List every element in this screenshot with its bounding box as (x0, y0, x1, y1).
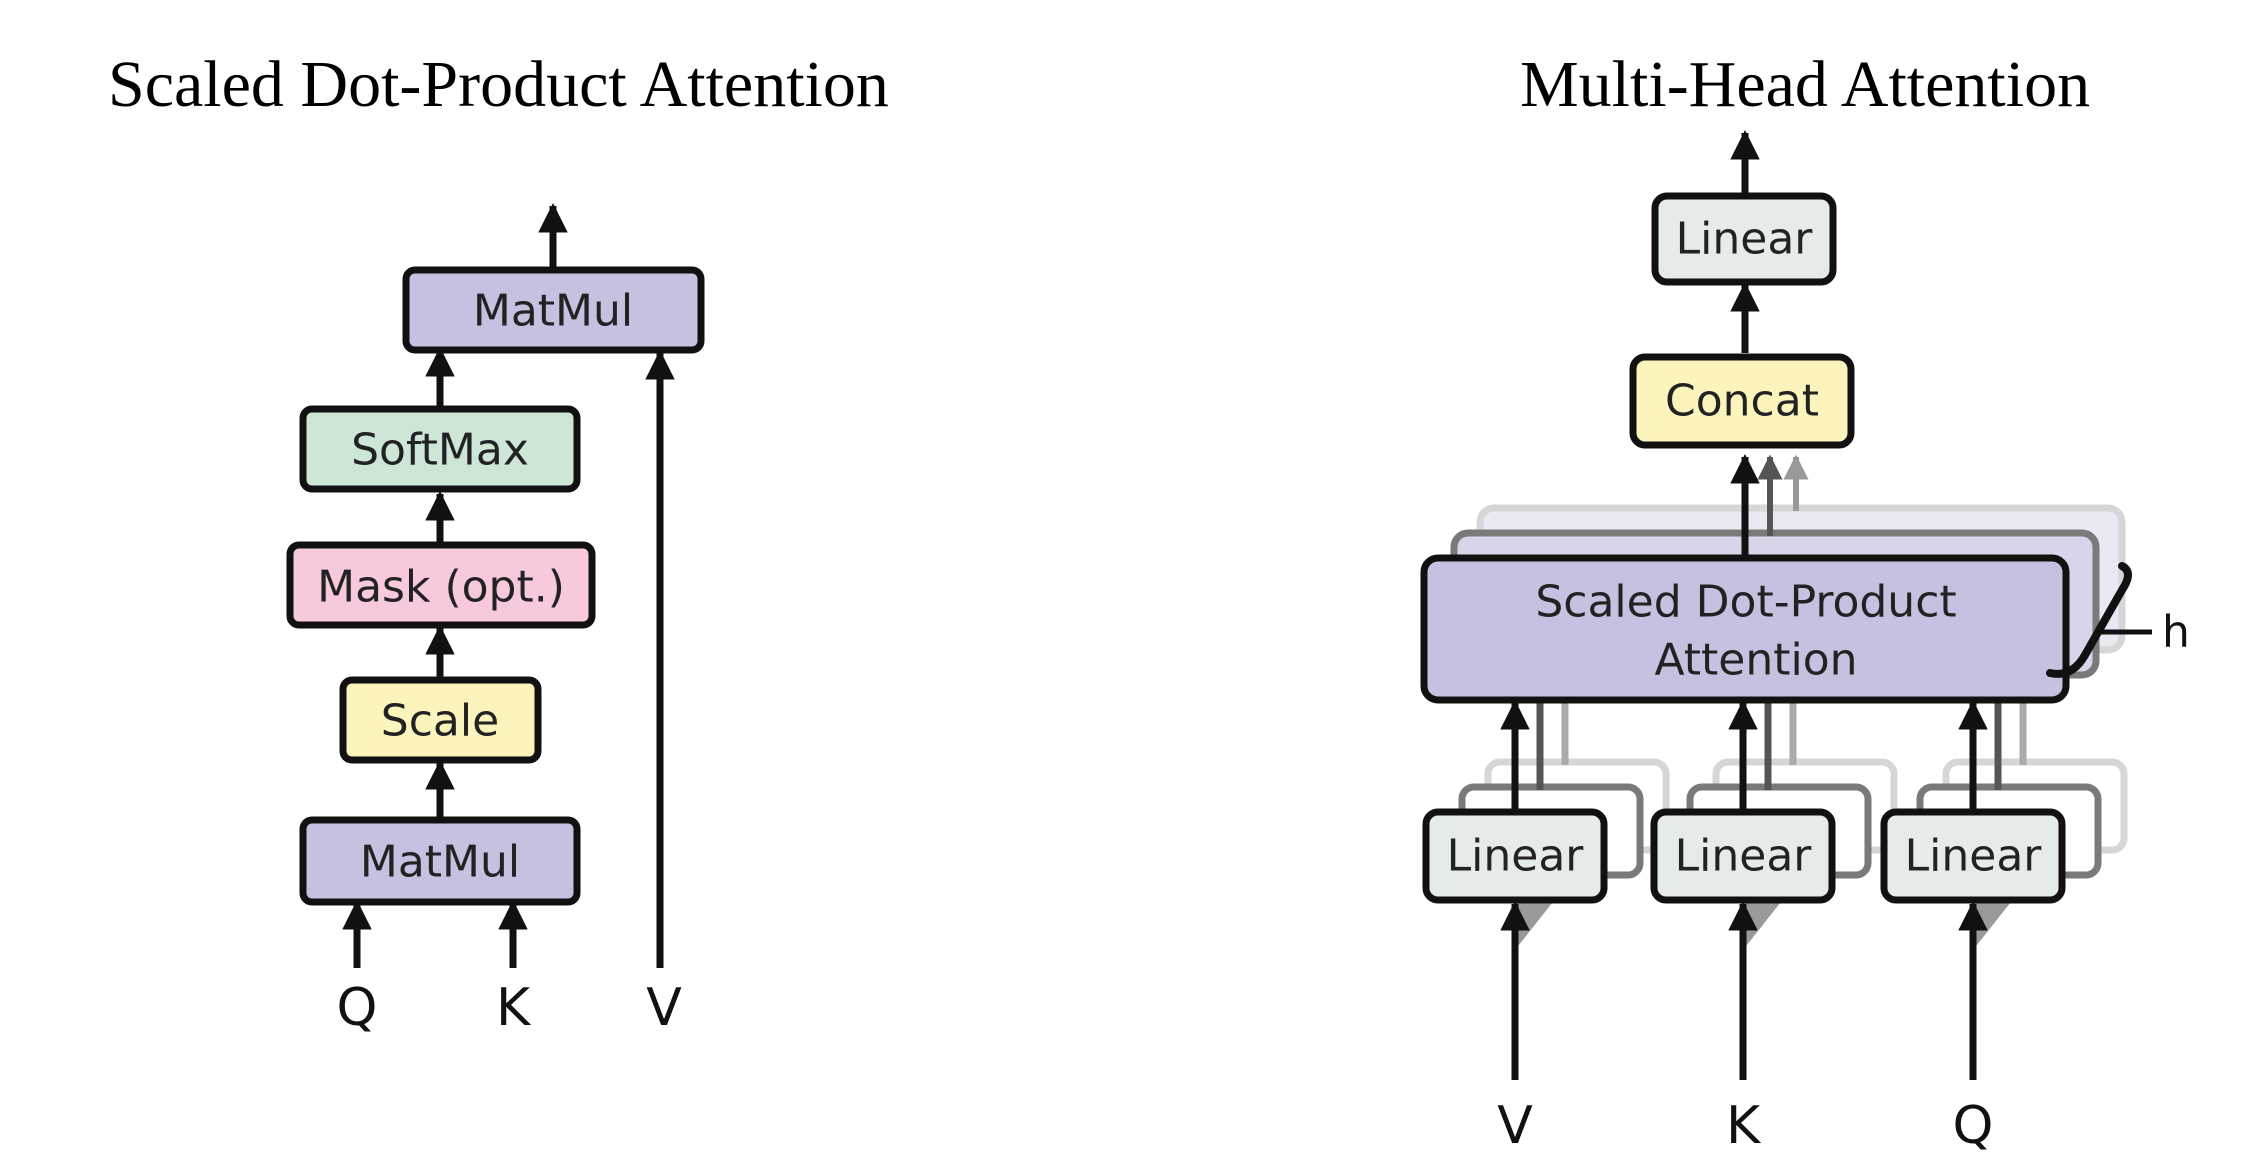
concat-box (1629, 353, 1855, 449)
matmul-bottom-label: MatMul (360, 837, 520, 888)
v-input-label-mh: V (1497, 1096, 1533, 1156)
mask-box (286, 541, 596, 629)
heads-label: h (2162, 607, 2190, 658)
linear-k-label: Linear (1675, 831, 1813, 882)
linear-q-label: Linear (1905, 831, 2043, 882)
q-input-label-mh: Q (1953, 1096, 1994, 1156)
attention-label-line1: Scaled Dot-Product (1535, 577, 1956, 628)
multi-head-attention-diagram: Linear Concat Scaled Dot-Product Attenti… (1420, 130, 2190, 1156)
linear-q-box (1880, 808, 2066, 904)
scale-label: Scale (381, 696, 499, 747)
q-input-label: Q (337, 978, 378, 1038)
v-input-label: V (646, 978, 682, 1038)
concat-label: Concat (1665, 376, 1819, 427)
linear-k-box (1650, 808, 1836, 904)
attention-box (1420, 554, 2070, 704)
matmul-bottom-box (299, 816, 581, 906)
softmax-box (299, 405, 581, 493)
mask-label: Mask (opt.) (317, 562, 565, 613)
left-diagram-title: Scaled Dot-Product Attention (108, 48, 889, 121)
softmax-label: SoftMax (351, 425, 529, 476)
linear-v-box (1422, 808, 1608, 904)
k-input-label: K (496, 978, 532, 1038)
attention-label-line2: Attention (1654, 635, 1857, 686)
matmul-top-label: MatMul (473, 286, 633, 337)
linear-v-label: Linear (1447, 831, 1585, 882)
heads-brace (2046, 562, 2132, 678)
matmul-top-box (402, 266, 705, 354)
linear-top-box (1651, 192, 1837, 286)
scale-box (339, 676, 542, 764)
right-diagram-title: Multi-Head Attention (1520, 48, 2091, 121)
linear-top-label: Linear (1676, 214, 1814, 265)
scaled-dot-product-diagram: MatMul SoftMax Mask (opt.) Scale MatMul … (286, 203, 705, 1038)
k-input-label-mh: K (1726, 1096, 1762, 1156)
